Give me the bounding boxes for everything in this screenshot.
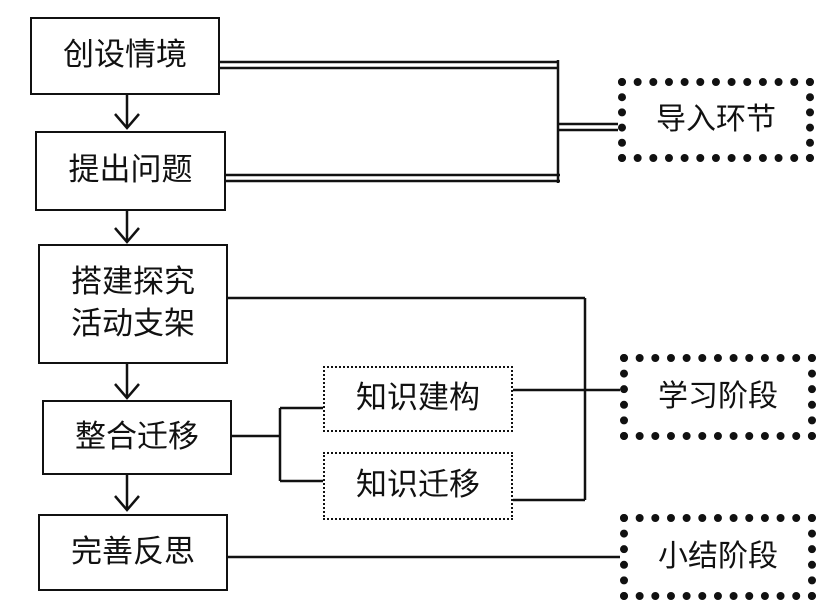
step-integrate-transfer-label: 整合迁移 [75, 418, 199, 455]
step-raise-question-label: 提出问题 [68, 152, 193, 189]
stage-summary-label: 小结阶段 [658, 538, 778, 574]
step-create-situation-label: 创设情境 [63, 37, 187, 74]
stage-intro-label: 导入环节 [656, 101, 776, 137]
step-build-scaffold-label: 搭建探究 活动支架 [71, 264, 195, 342]
step-integrate-transfer: 整合迁移 [42, 400, 232, 475]
step-improve-reflect-label: 完善反思 [71, 533, 195, 570]
stage-learning-label: 学习阶段 [658, 378, 778, 414]
step-raise-question: 提出问题 [35, 131, 226, 211]
sub-knowledge-construction-label: 知识建构 [356, 380, 480, 417]
sub-knowledge-transfer-label: 知识迁移 [356, 467, 480, 504]
step-create-situation: 创设情境 [30, 17, 220, 95]
step-improve-reflect: 完善反思 [38, 514, 228, 591]
stage-summary: 小结阶段 [620, 514, 816, 600]
sub-knowledge-construction: 知识建构 [323, 366, 513, 432]
stage-intro: 导入环节 [618, 78, 814, 162]
stage-learning: 学习阶段 [620, 354, 816, 440]
sub-knowledge-transfer: 知识迁移 [323, 452, 513, 520]
step-build-scaffold: 搭建探究 活动支架 [38, 244, 228, 364]
